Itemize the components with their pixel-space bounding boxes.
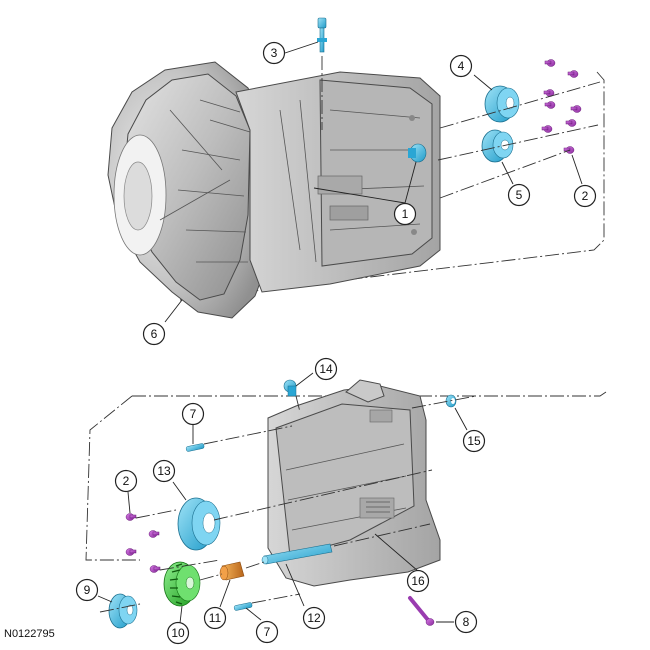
callout-6: 6 — [142, 322, 166, 346]
svg-text:5: 5 — [516, 188, 523, 202]
callout-3: 3 — [262, 41, 286, 65]
svg-text:1: 1 — [402, 207, 409, 221]
callout-9: 9 — [75, 578, 99, 602]
callout-11: 11 — [203, 606, 227, 630]
svg-text:2: 2 — [123, 474, 130, 488]
bearing13-axis-line — [213, 469, 433, 521]
svg-text:4: 4 — [458, 59, 465, 73]
callout-13: 13 — [152, 459, 176, 483]
case-bolts-upper — [541, 59, 582, 154]
bolt14-axis-line — [295, 395, 301, 413]
callout-4: 4 — [449, 54, 473, 78]
svg-text:7: 7 — [190, 407, 197, 421]
bolt-14 — [283, 379, 297, 397]
svg-text:11: 11 — [209, 611, 222, 625]
case-bolts-lower — [125, 513, 161, 573]
shaft-12 — [261, 543, 333, 565]
dowel-lower-axis-line — [251, 593, 301, 604]
transmission-main-case — [235, 71, 441, 293]
bearing4-axis-line — [439, 81, 601, 129]
lower-bolt-axis-line — [135, 509, 221, 571]
svg-text:13: 13 — [157, 464, 171, 478]
dowel-upper-axis-line — [203, 425, 293, 445]
leader-lines — [97, 41, 583, 624]
svg-text:8: 8 — [463, 615, 470, 629]
svg-text:9: 9 — [84, 583, 91, 597]
svg-text:7: 7 — [264, 625, 271, 639]
svg-text:16: 16 — [411, 574, 425, 588]
vent-tube — [317, 17, 327, 53]
svg-text:2: 2 — [582, 189, 589, 203]
bolt-axis-line — [439, 149, 571, 199]
callout-1: 1 — [393, 202, 417, 226]
callout-2-lower: 2 — [114, 469, 138, 493]
svg-text:15: 15 — [467, 434, 481, 448]
gear-10 — [163, 561, 201, 607]
bearing5-axis-line — [437, 124, 599, 161]
gear-train-axis-line — [99, 523, 431, 613]
callout-15: 15 — [462, 429, 486, 453]
bushing-11 — [219, 561, 245, 581]
callout-5: 5 — [507, 183, 531, 207]
bell-housing — [107, 61, 269, 319]
figure-code: N0122795 — [4, 628, 55, 640]
callout-14: 14 — [314, 357, 338, 381]
svg-text:12: 12 — [307, 611, 321, 625]
plug-axis-line — [411, 395, 477, 409]
callout-7-upper: 7 — [181, 402, 205, 426]
callout-8: 8 — [454, 610, 478, 634]
bearing-13 — [177, 497, 221, 551]
svg-text:6: 6 — [151, 327, 158, 341]
callout-12: 12 — [302, 606, 326, 630]
speed-sensor — [408, 143, 427, 163]
callout-2-upper: 2 — [573, 184, 597, 208]
callout-10: 10 — [166, 621, 190, 645]
callout-7-lower: 7 — [255, 620, 279, 644]
dowel-pin-upper — [185, 443, 205, 452]
svg-text:10: 10 — [171, 626, 185, 640]
long-bolt-8 — [408, 596, 435, 626]
bearing-9 — [108, 593, 138, 629]
bearing-5 — [481, 129, 514, 163]
bearing-4 — [484, 85, 520, 123]
extension-housing — [267, 379, 441, 587]
dowel-pin-lower — [233, 602, 253, 611]
svg-text:3: 3 — [271, 46, 278, 60]
callout-16: 16 — [406, 569, 430, 593]
svg-text:14: 14 — [319, 362, 333, 376]
